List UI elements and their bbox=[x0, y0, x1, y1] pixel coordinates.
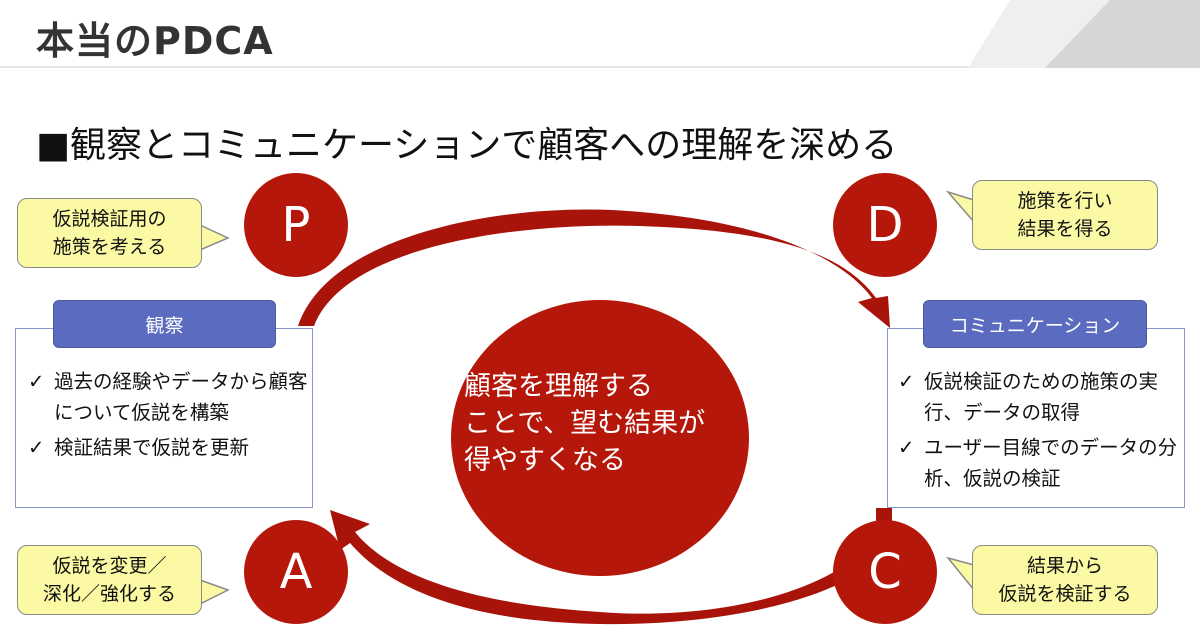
check-icon: ✓ bbox=[898, 436, 915, 459]
slide-subtitle: ■観察とコミュニケーションで顧客への理解を深める bbox=[36, 125, 898, 166]
plan-letter: P bbox=[281, 197, 311, 253]
check-icon: ✓ bbox=[28, 436, 45, 459]
act-callout: 仮説を変更／ 深化／強化する bbox=[17, 545, 202, 615]
list-item: ✓ 過去の経験やデータから顧客について仮説を構築 bbox=[28, 366, 308, 428]
center-message: 顧客を理解する ことで、望む結果が 得やすくなる bbox=[464, 371, 706, 476]
callout-tail bbox=[945, 190, 975, 225]
do-circle bbox=[833, 173, 937, 277]
communication-panel bbox=[887, 328, 1185, 508]
callout-line: 施策を考える bbox=[52, 236, 167, 258]
act-letter: A bbox=[279, 544, 313, 600]
list-item-text: ユーザー目線でのデータの分析、仮説の検証 bbox=[924, 436, 1178, 490]
callout-line: 深化／強化する bbox=[42, 583, 176, 605]
list-item-text: 仮説検証のための施策の実行、データの取得 bbox=[924, 370, 1159, 424]
plan-callout: 仮説検証用の 施策を考える bbox=[17, 198, 202, 268]
observation-label: 観察 bbox=[53, 300, 276, 348]
check-icon: ✓ bbox=[898, 370, 915, 393]
check-icon: ✓ bbox=[28, 370, 45, 393]
callout-line: 施策を行い bbox=[1017, 190, 1113, 212]
list-item-text: 過去の経験やデータから顧客について仮説を構築 bbox=[54, 370, 308, 424]
callout-line: 結果から bbox=[1026, 555, 1103, 577]
header-decoration-dark bbox=[1045, 0, 1200, 68]
check-circle bbox=[833, 520, 937, 624]
act-circle bbox=[244, 520, 348, 624]
callout-tail bbox=[945, 556, 975, 593]
callout-tail bbox=[199, 578, 230, 606]
check-callout: 結果から 仮説を検証する bbox=[972, 545, 1158, 615]
communication-label: コミュニケーション bbox=[923, 300, 1147, 348]
do-letter: D bbox=[866, 197, 904, 253]
arrow-check-to-act bbox=[330, 508, 892, 625]
callout-line: 仮説を検証する bbox=[998, 583, 1132, 605]
plan-circle bbox=[244, 173, 348, 277]
list-item-text: 検証結果で仮説を更新 bbox=[54, 436, 250, 459]
do-callout: 施策を行い 結果を得る bbox=[972, 180, 1158, 250]
list-item: ✓ 検証結果で仮説を更新 bbox=[28, 432, 308, 463]
communication-list: ✓ 仮説検証のための施策の実行、データの取得 ✓ ユーザー目線でのデータの分析、仮説… bbox=[898, 366, 1178, 498]
arrow-plan-to-do bbox=[298, 209, 890, 328]
callout-tail bbox=[199, 223, 230, 252]
callout-line: 仮説検証用の bbox=[52, 208, 167, 230]
center-circle bbox=[451, 300, 749, 576]
callout-line: 結果を得る bbox=[1017, 218, 1113, 240]
list-item: ✓ ユーザー目線でのデータの分析、仮説の検証 bbox=[898, 432, 1178, 494]
callout-line: 仮説を変更／ bbox=[52, 555, 167, 577]
page-title: 本当のPDCA bbox=[36, 19, 274, 63]
observation-list: ✓ 過去の経験やデータから顧客について仮説を構築 ✓ 検証結果で仮説を更新 bbox=[28, 366, 308, 467]
check-letter: C bbox=[868, 544, 902, 600]
list-item: ✓ 仮説検証のための施策の実行、データの取得 bbox=[898, 366, 1178, 428]
